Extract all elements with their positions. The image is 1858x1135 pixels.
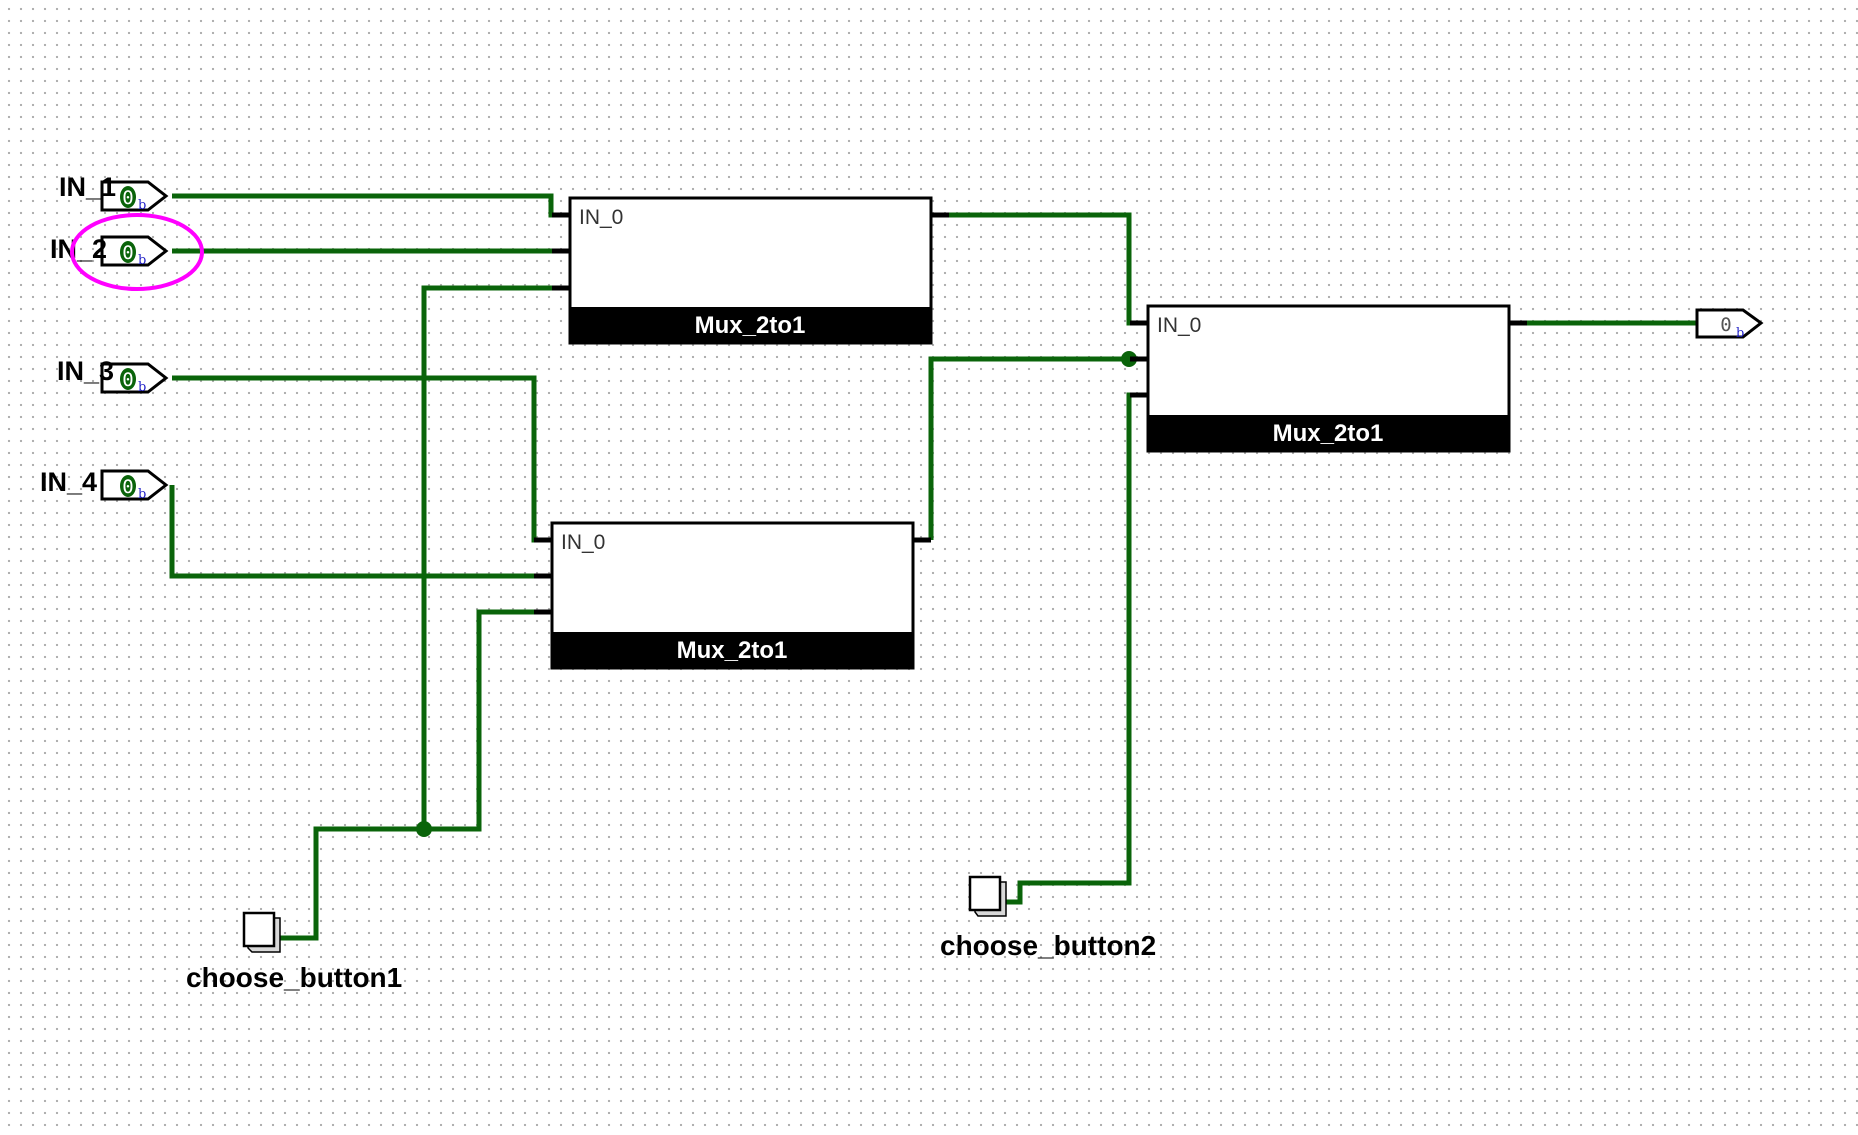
pin-value: 0 [1720, 314, 1731, 336]
pin-label: IN_1 [59, 172, 116, 202]
pin-value: 0 [122, 242, 133, 264]
input-pin-in2[interactable]: 0 b IN_2 [50, 234, 169, 268]
mux-title: Mux_2to1 [677, 637, 788, 664]
input-pin-in3[interactable]: 0 b IN_3 [57, 356, 169, 395]
pin-value-oval [120, 475, 136, 497]
wire-sel1-mux2[interactable] [424, 609, 550, 832]
pin-label: IN_3 [57, 356, 114, 386]
pin-value: 0 [122, 476, 133, 498]
pin-radix: b [138, 487, 146, 502]
wire-mux1-mux3[interactable] [947, 212, 1144, 326]
wires [169, 193, 1697, 941]
wire-in4-mux2[interactable] [169, 485, 550, 579]
choose-button2[interactable]: choose_button2 [940, 875, 1156, 961]
pin-value: 0 [122, 369, 133, 391]
wire-button1[interactable] [276, 826, 424, 941]
mux-port-label: IN_0 [1157, 314, 1201, 337]
input-pin-in1[interactable]: 0 b IN_1 [59, 172, 169, 213]
output-pin[interactable]: 0 b [1695, 308, 1764, 341]
mux-title-bar [552, 632, 913, 668]
mux-title: Mux_2to1 [1273, 420, 1384, 447]
choose-button1[interactable]: choose_button1 [186, 911, 402, 993]
wire-sel1-mux1[interactable] [421, 285, 566, 829]
junction-dot [1121, 351, 1137, 367]
input-pin-in4[interactable]: 0 b IN_4 [40, 467, 169, 502]
pin-value-oval [120, 186, 136, 208]
button-top[interactable] [242, 911, 276, 948]
wire-mux2-mux3[interactable] [928, 356, 1144, 540]
mux-2[interactable]: IN_0 Mux_2to1 [534, 521, 931, 670]
pin-value: 0 [122, 187, 133, 209]
button-label: choose_button2 [940, 930, 1156, 961]
wire-in1-mux1[interactable] [172, 193, 566, 218]
mux-title-bar [570, 307, 931, 343]
mux-1[interactable]: IN_0 Mux_2to1 [552, 196, 949, 345]
pin-label: IN_4 [40, 467, 97, 497]
pin-value-oval [120, 368, 136, 390]
junction-dot [416, 821, 432, 837]
pin-label: IN_2 [50, 234, 107, 264]
pin-value-oval [120, 241, 136, 263]
mux-port-label: IN_0 [579, 206, 623, 229]
highlight-circle [70, 213, 204, 291]
pin-radix: b [138, 380, 146, 395]
mux-title: Mux_2to1 [695, 312, 806, 339]
mux-3[interactable]: IN_0 Mux_2to1 [1130, 304, 1527, 453]
wire-sel2-mux3[interactable] [1002, 392, 1144, 905]
button-top[interactable] [968, 875, 1002, 912]
wire-in3-mux2[interactable] [172, 375, 550, 543]
mux-title-bar [1148, 415, 1509, 451]
mux-port-label: IN_0 [561, 531, 605, 554]
pin-radix: b [1736, 326, 1744, 341]
output-pin-shape[interactable] [1695, 308, 1764, 339]
button-label: choose_button1 [186, 962, 402, 993]
pin-radix: b [138, 198, 146, 213]
pin-radix: b [138, 253, 146, 268]
